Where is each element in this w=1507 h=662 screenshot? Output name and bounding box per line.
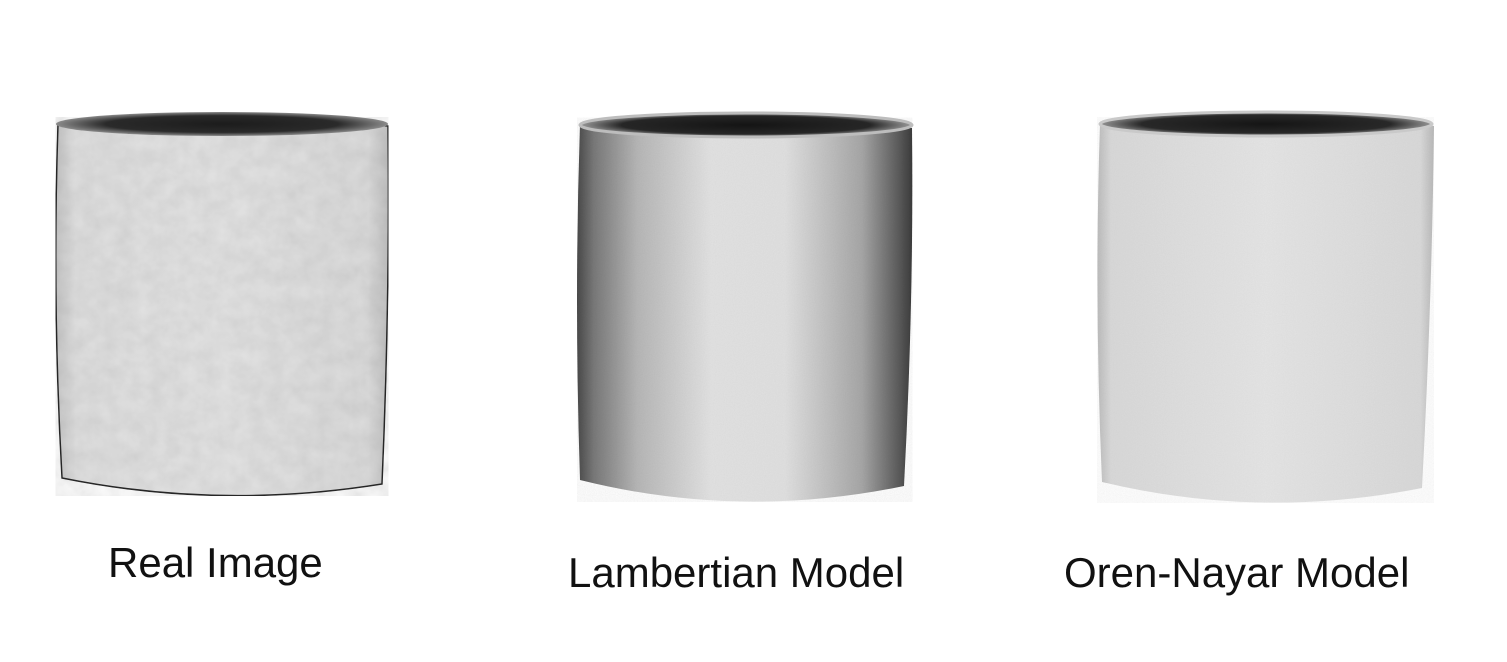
cylinder-opening [56, 112, 388, 136]
cylinder-body [577, 117, 913, 502]
panel-lambertian-model: Lambertian Model [540, 0, 1000, 662]
cylinder-lambertian-model [577, 111, 914, 502]
caption-real-image: Real Image [108, 539, 323, 586]
cylinder-opening [578, 111, 914, 139]
cylinder-body [1097, 117, 1434, 503]
caption-oren-nayar-model: Oren-Nayar Model [1064, 549, 1410, 596]
cylinder-body [55, 116, 390, 497]
cylinder-opening [1098, 110, 1434, 138]
panel-real-image: Real Image [0, 0, 460, 662]
cylinder-oren-nayar-model [1097, 110, 1434, 503]
caption-lambertian-model: Lambertian Model [568, 549, 905, 596]
panel-oren-nayar-model: Oren-Nayar Model [1060, 0, 1507, 662]
cylinder-real-image [55, 112, 390, 497]
